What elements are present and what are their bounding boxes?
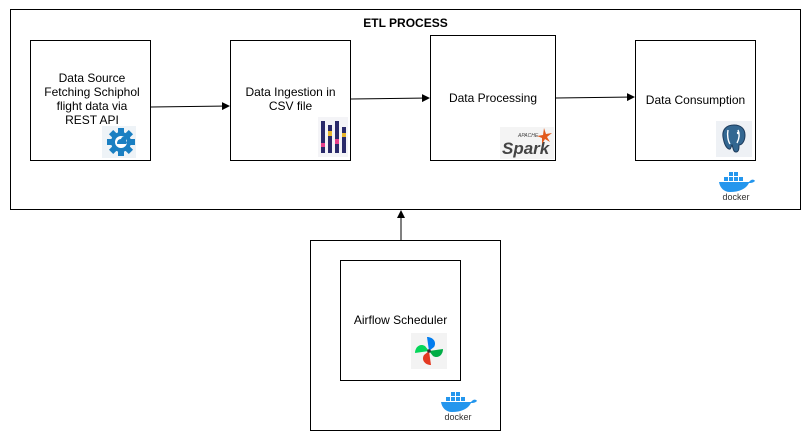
docker-logo-etl: docker [715,168,757,202]
data-ingestion-label: Data Ingestion in CSV file [245,85,336,113]
spark-text: Spark [502,139,551,158]
data-consumption-label: Data Consumption [645,93,746,107]
csv-file-icon [318,117,348,157]
data-processing-label: Data Processing [448,91,538,105]
api-gear-icon [102,126,136,158]
postgresql-logo [716,121,752,157]
apache-spark-logo: APACHE Spark [500,127,554,159]
docker-logo-scheduler: docker [437,388,479,422]
airflow-logo [411,333,447,369]
docker-text-etl: docker [722,192,749,202]
apache-text: APACHE [517,133,539,139]
etl-process-title: ETL PROCESS [363,16,448,30]
airflow-scheduler-label: Airflow Scheduler [353,313,448,327]
data-source-label: Data Source Fetching Schiphol flight dat… [44,71,140,127]
docker-text-scheduler: docker [444,412,471,422]
